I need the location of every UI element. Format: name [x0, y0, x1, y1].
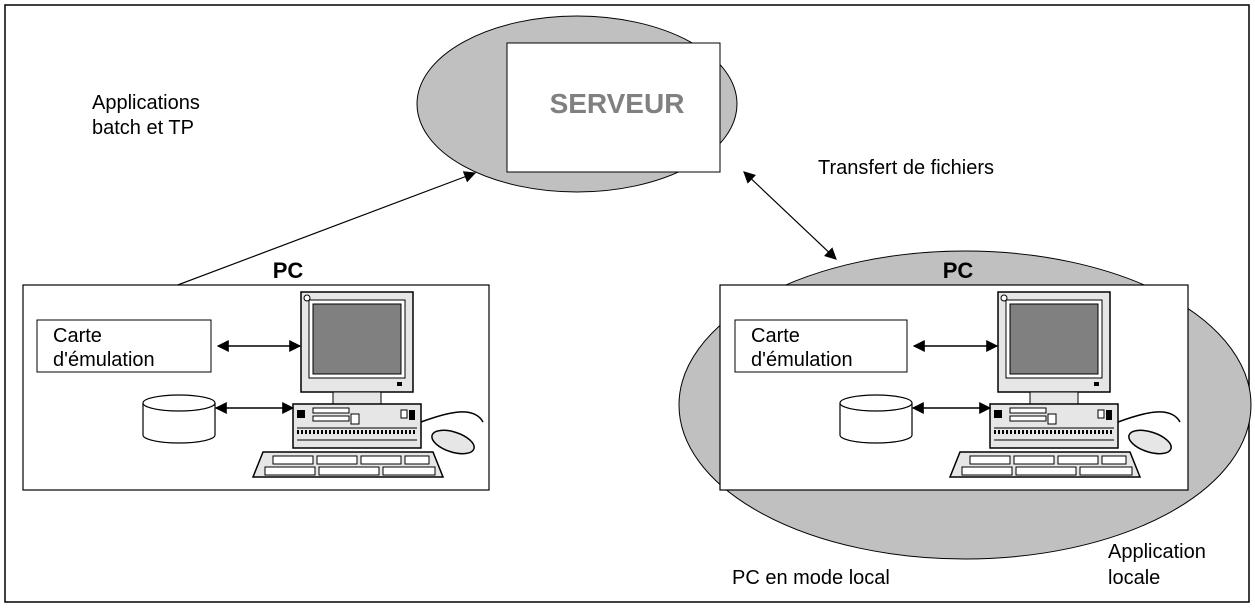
right-card-label-line2: d'émulation	[751, 349, 853, 371]
applications-label-line1: Applications	[92, 92, 200, 114]
local-app-label-line1: Application	[1108, 541, 1206, 563]
applications-label-line2: batch et TP	[92, 117, 194, 139]
server-right-pc-arrow	[743, 171, 837, 260]
right-pc-title: PC	[943, 258, 974, 283]
right-pc-group: PC Carte d'émulation	[678, 250, 1252, 560]
right-emulation-card	[734, 319, 908, 373]
server-box	[506, 42, 721, 173]
server-label: SERVEUR	[550, 88, 685, 119]
local-app-label-line2: locale	[1108, 567, 1160, 589]
left-card-label-line2: d'émulation	[53, 349, 155, 371]
left-card-label-line1: Carte	[53, 325, 102, 347]
right-card-label-line1: Carte	[751, 325, 800, 347]
diagram-frame	[4, 4, 1250, 603]
left-emulation-card	[36, 319, 212, 373]
server-node: SERVEUR	[416, 15, 738, 193]
left-pc-title: PC	[273, 258, 304, 283]
transfer-label: Transfert de fichiers	[818, 157, 994, 179]
local-mode-label: PC en mode local	[732, 567, 890, 589]
database-icon	[142, 394, 216, 444]
database-icon	[839, 394, 913, 444]
left-pc-group: PC Carte d'émulation	[22, 258, 490, 491]
